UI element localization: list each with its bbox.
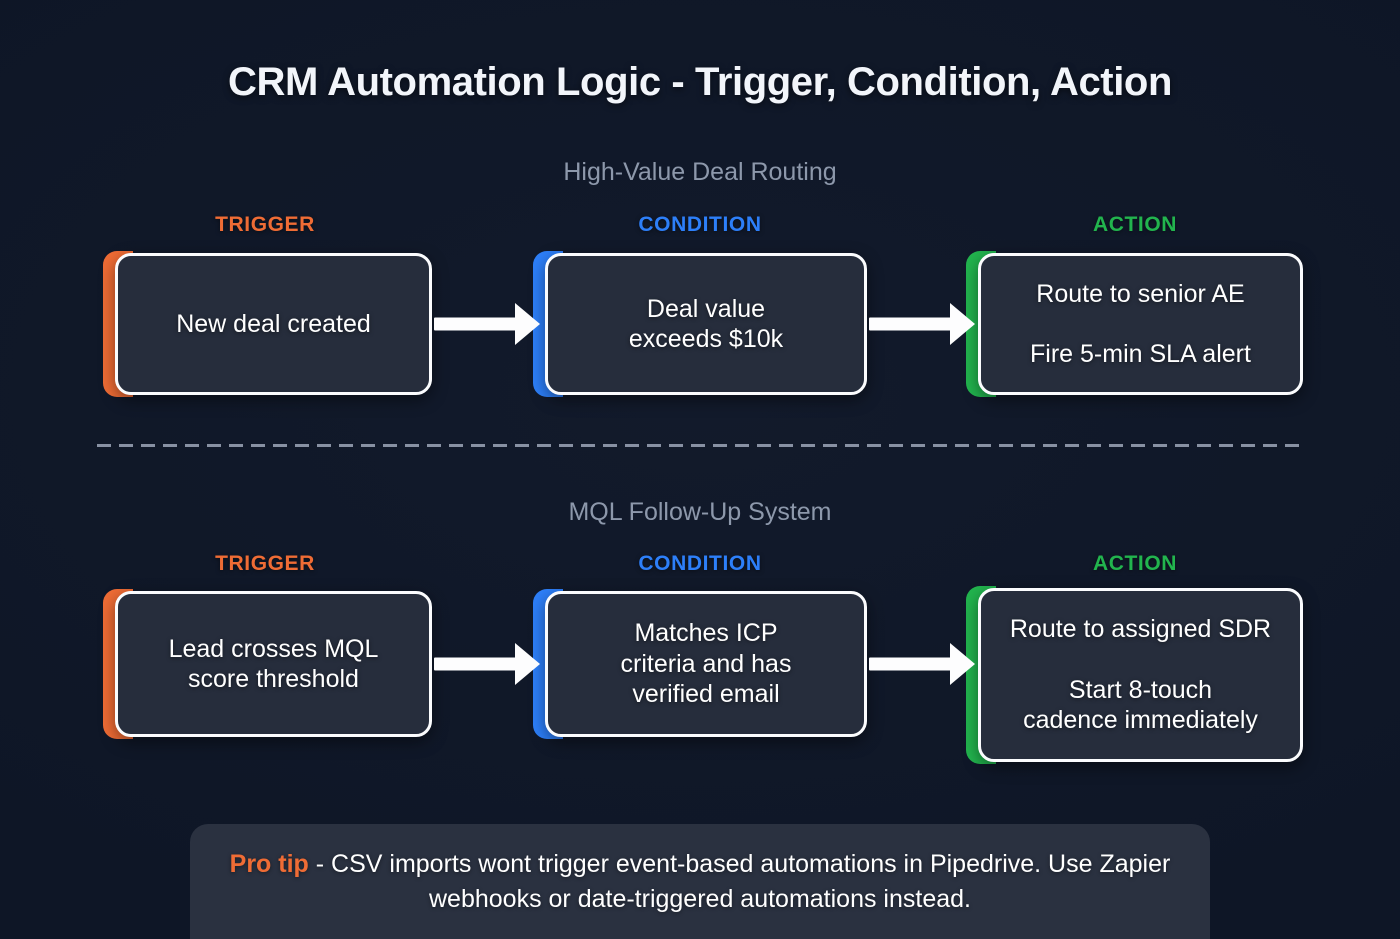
node-action-2[interactable]: Route to assigned SDR Start 8-touch cade… bbox=[978, 588, 1303, 762]
column-label-condition-1: CONDITION bbox=[638, 213, 762, 236]
node-action-1[interactable]: Route to senior AE Fire 5-min SLA alert bbox=[978, 253, 1303, 395]
node-condition-2-line-1: Matches ICP criteria and has verified em… bbox=[620, 619, 792, 709]
node-action-1-line-2: Fire 5-min SLA alert bbox=[1030, 340, 1251, 368]
arrow-condition-to-action-1 bbox=[869, 302, 975, 346]
arrow-trigger-to-condition-2 bbox=[434, 642, 540, 686]
arrow-trigger-to-condition-1 bbox=[434, 302, 540, 346]
column-label-trigger-1: TRIGGER bbox=[215, 213, 315, 236]
section-header-1: High-Value Deal Routing bbox=[563, 158, 837, 186]
node-trigger-2-line-1: Lead crosses MQL score threshold bbox=[168, 634, 379, 694]
node-condition-1-line-1: Deal value exceeds $10k bbox=[628, 294, 784, 354]
pro-tip-callout: Pro tip - CSV imports wont trigger event… bbox=[190, 824, 1210, 939]
node-trigger-1-line-1: New deal created bbox=[176, 309, 371, 338]
node-action-2-line-2: Start 8-touch cadence immediately bbox=[1023, 675, 1258, 735]
node-action-1-line-1: Route to senior AE bbox=[1036, 279, 1245, 308]
column-label-trigger-2: TRIGGER bbox=[215, 552, 315, 575]
node-trigger-2[interactable]: Lead crosses MQL score threshold bbox=[115, 591, 432, 737]
column-label-action-1: ACTION bbox=[1092, 213, 1178, 236]
pro-tip-text: Pro tip - CSV imports wont trigger event… bbox=[224, 847, 1176, 916]
node-condition-2[interactable]: Matches ICP criteria and has verified em… bbox=[545, 591, 867, 737]
section-header-2: MQL Follow-Up System bbox=[568, 498, 832, 526]
pro-tip-body: - CSV imports wont trigger event-based a… bbox=[308, 850, 1171, 913]
pro-tip-lead: Pro tip bbox=[229, 850, 309, 878]
arrow-condition-to-action-2 bbox=[869, 642, 975, 686]
column-label-action-2: ACTION bbox=[1092, 552, 1178, 575]
node-condition-1[interactable]: Deal value exceeds $10k bbox=[545, 253, 867, 395]
node-action-2-line-1: Route to assigned SDR bbox=[1009, 615, 1272, 644]
column-label-condition-2: CONDITION bbox=[638, 552, 762, 575]
node-trigger-1[interactable]: New deal created bbox=[115, 253, 432, 395]
section-divider bbox=[97, 444, 1303, 447]
page-title: CRM Automation Logic - Trigger, Conditio… bbox=[227, 60, 1172, 104]
